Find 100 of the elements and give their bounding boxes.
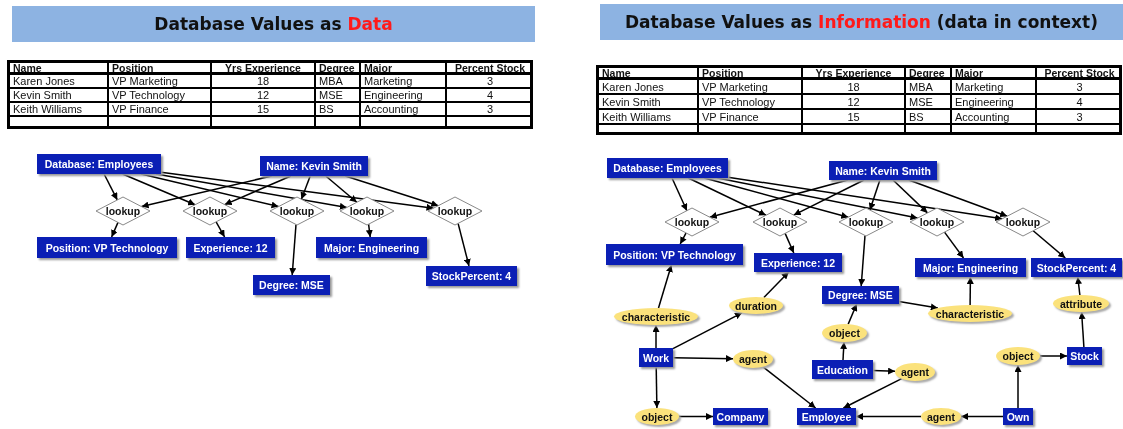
table-cell: 12 — [803, 95, 906, 110]
column-header: Name — [10, 63, 109, 75]
column-header: Yrs Experience — [212, 63, 316, 75]
arrow — [1014, 364, 1022, 409]
title-banner: Database Values as Data — [12, 6, 535, 42]
concept-box: Stock — [1067, 347, 1102, 365]
arrow — [858, 234, 866, 287]
column-header: Percent Stock — [1037, 68, 1122, 80]
table-cell: 15 — [803, 110, 906, 125]
concept-box: Degree: MSE — [822, 286, 899, 304]
lookup-diamond: lookup — [996, 208, 1050, 236]
column-header: Major — [952, 68, 1037, 80]
lookup-diamond: lookup — [665, 208, 719, 236]
relation-oval: attribute — [1053, 295, 1109, 312]
concept-box: Degree: MSE — [253, 275, 330, 295]
arrow — [784, 232, 795, 254]
table-cell: 3 — [447, 103, 533, 117]
table-cell: Karen Jones — [10, 75, 109, 89]
arrow — [872, 367, 896, 375]
relation-oval: object — [635, 408, 679, 425]
table-cell: VP Technology — [699, 95, 803, 110]
arrow — [365, 223, 373, 238]
arrow — [652, 324, 660, 349]
concept-box: StockPercent: 4 — [426, 266, 517, 286]
concept-box: Name: Kevin Smith — [260, 156, 368, 176]
arrow — [1078, 311, 1086, 348]
arrow — [160, 171, 435, 211]
arrow — [679, 232, 687, 245]
column-header: Degree — [316, 63, 361, 75]
arrow — [672, 355, 734, 363]
arrow — [842, 377, 903, 409]
column-header: Name — [599, 68, 699, 80]
table-cell: 4 — [447, 89, 533, 103]
arrow — [289, 223, 297, 276]
arrow — [671, 177, 688, 212]
column-header: Degree — [906, 68, 952, 80]
concept-box: Employee — [797, 408, 856, 425]
relation-oval: agent — [921, 408, 961, 425]
lookup-diamond: lookup — [910, 208, 964, 236]
table-cell: 18 — [212, 75, 316, 89]
concept-box: Major: Engineering — [316, 237, 427, 258]
lookup-diamond: lookup — [428, 197, 482, 225]
arrow — [1075, 276, 1082, 296]
relation-oval: duration — [729, 297, 783, 314]
arrow — [762, 366, 817, 409]
arrow — [1039, 352, 1068, 360]
column-header: Major — [361, 63, 447, 75]
table-cell: MSE — [316, 89, 361, 103]
table-cell: Accounting — [952, 110, 1037, 125]
concept-box: Experience: 12 — [186, 237, 275, 258]
table-cell: Kevin Smith — [599, 95, 699, 110]
arrow — [687, 177, 767, 217]
column-header: Position — [109, 63, 212, 75]
table-cell: BS — [316, 103, 361, 117]
concept-box: Position: VP Technology — [37, 237, 177, 258]
title-banner: Database Values as Information (data in context) — [600, 4, 1123, 40]
table-cell: Accounting — [361, 103, 447, 117]
concept-box: Name: Kevin Smith — [829, 161, 937, 180]
concept-box: Position: VP Technology — [606, 244, 743, 265]
relation-oval: characteristic — [928, 305, 1012, 322]
arrow — [716, 177, 919, 221]
concept-box: Experience: 12 — [754, 253, 842, 272]
arrow — [966, 276, 974, 306]
arrow — [855, 413, 922, 420]
relation-oval: object — [822, 324, 867, 342]
arrow — [672, 312, 743, 350]
arrow — [960, 413, 1004, 420]
concept-box: Education — [812, 360, 873, 379]
concept-box: Company — [713, 408, 768, 425]
lookup-diamond: lookup — [96, 197, 150, 225]
arrow — [1032, 229, 1067, 259]
arrow — [943, 231, 965, 259]
arrow — [457, 222, 471, 267]
arrow — [155, 173, 348, 210]
lookup-diamond: lookup — [183, 197, 237, 225]
concept-box: Database: Employees — [37, 154, 161, 174]
arrow — [868, 179, 881, 211]
lookup-diamond: lookup — [270, 197, 324, 225]
relation-oval: agent — [895, 363, 935, 381]
table-cell: Engineering — [361, 89, 447, 103]
concept-box: Major: Engineering — [915, 258, 1026, 277]
table-cell: Karen Jones — [599, 80, 699, 95]
arrow — [300, 175, 311, 201]
arrow — [792, 179, 865, 216]
arrow — [892, 179, 929, 214]
table-cell: 3 — [1037, 110, 1122, 125]
concept-box: Work — [639, 348, 673, 367]
column-header: Percent Stock — [447, 63, 533, 75]
table-cell: Keith Williams — [599, 110, 699, 125]
table-cell: BS — [906, 110, 952, 125]
arrow — [223, 175, 292, 206]
table-cell: 3 — [447, 75, 533, 89]
table-cell: VP Technology — [109, 89, 212, 103]
table-cell: MBA — [906, 80, 952, 95]
arrow — [121, 173, 196, 206]
arrow — [110, 221, 119, 238]
lookup-diamond: lookup — [753, 208, 807, 236]
arrow — [657, 264, 673, 309]
column-header: Position — [699, 68, 803, 80]
table-cell: 3 — [1037, 80, 1122, 95]
